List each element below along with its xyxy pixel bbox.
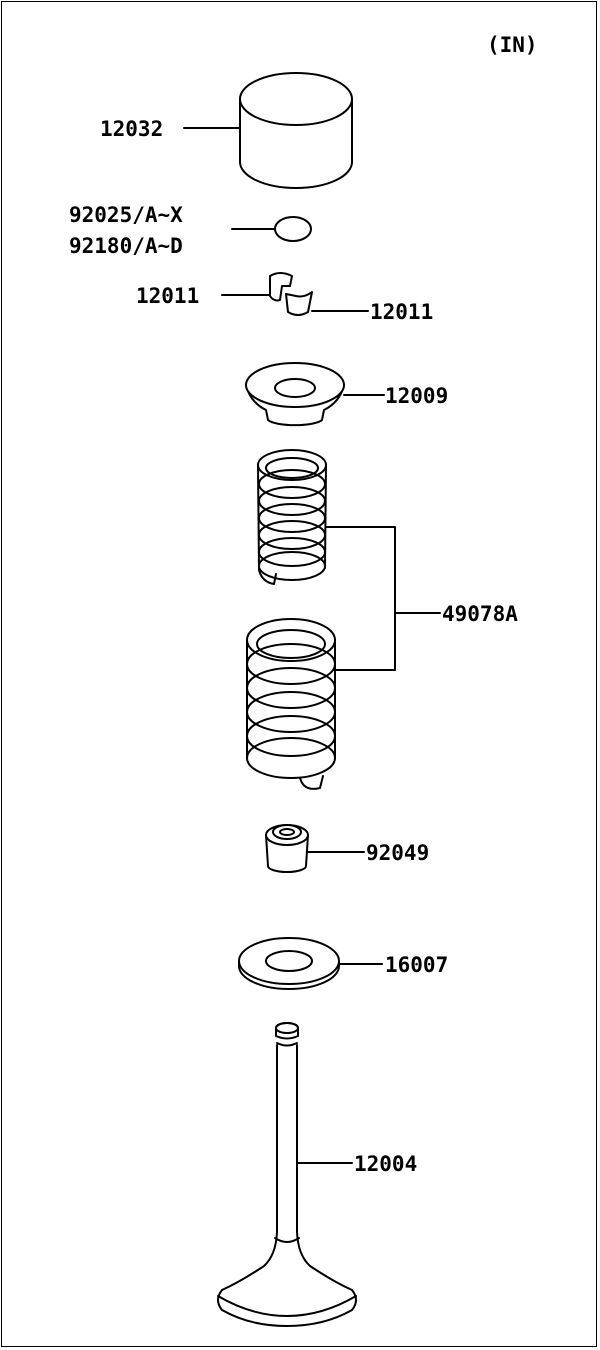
retainer-drawing [245, 362, 345, 427]
label-92180: 92180/A~D [69, 234, 183, 258]
label-49078A: 49078A [442, 602, 518, 626]
label-12004: 12004 [354, 1152, 417, 1176]
stem-seal-drawing [265, 824, 309, 873]
label-12011-left: 12011 [136, 284, 199, 308]
label-92025: 92025/A~X [69, 203, 183, 227]
spring-bracket-leader [325, 526, 396, 671]
shim-drawing [274, 216, 312, 242]
valve-drawing [217, 1022, 357, 1327]
inner-spring-drawing [257, 449, 327, 585]
label-12032: 12032 [100, 117, 163, 141]
outer-spring-drawing [246, 618, 336, 790]
view-label: (IN) [487, 33, 538, 57]
label-92049: 92049 [366, 841, 429, 865]
label-16007: 16007 [385, 953, 448, 977]
spring-seat-drawing [238, 937, 340, 990]
tappet-drawing [239, 72, 353, 189]
label-12011-right: 12011 [370, 300, 433, 324]
keeper-drawing [269, 272, 313, 316]
label-12009: 12009 [385, 384, 448, 408]
